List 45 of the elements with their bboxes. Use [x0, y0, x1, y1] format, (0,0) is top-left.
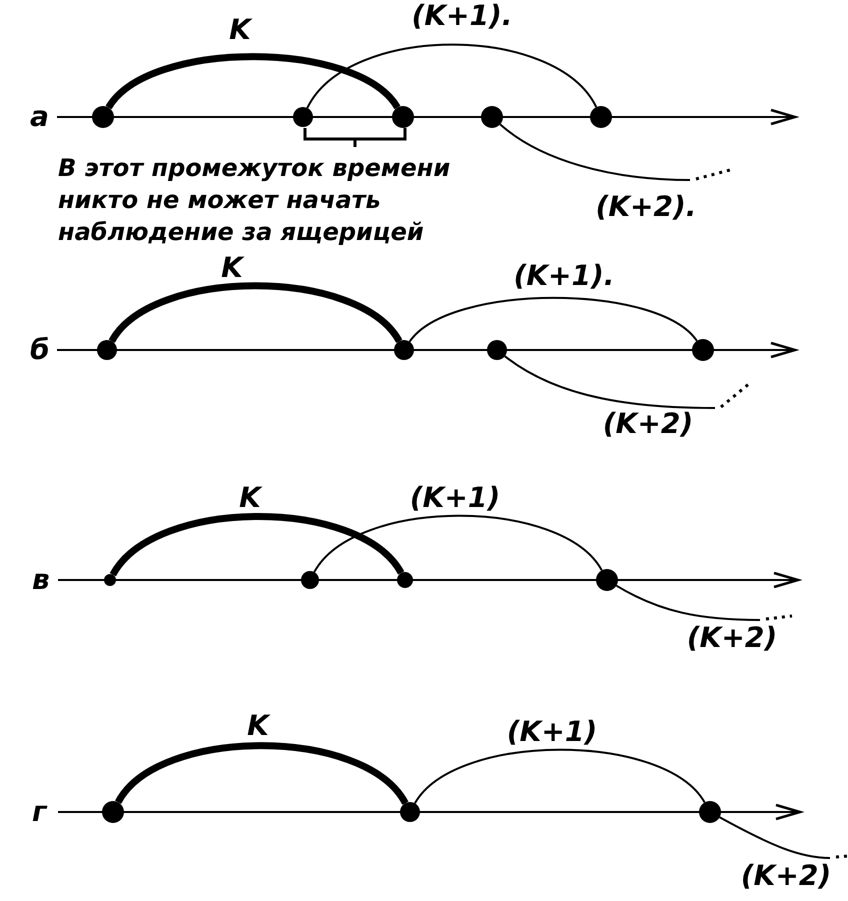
time-point-dot	[590, 106, 612, 128]
time-point-dot	[699, 801, 721, 823]
edge-label: K	[239, 484, 261, 512]
observation-arc	[414, 748, 706, 804]
edge-label: (K+1).	[412, 2, 512, 30]
edge-label: (K+1)	[410, 484, 500, 512]
time-point-dot	[97, 340, 117, 360]
time-point-dot	[301, 571, 319, 589]
time-point-dot	[392, 106, 414, 128]
time-point-dot	[397, 572, 413, 588]
row-letter: а	[30, 103, 49, 131]
edge-label: (K+2).	[596, 193, 696, 221]
edge-label: (K+2)	[602, 410, 694, 438]
edge-label: (K+2)	[740, 862, 832, 890]
time-point-dot	[394, 340, 414, 360]
time-point-dot	[692, 339, 714, 361]
observation-arc	[108, 282, 402, 344]
observation-arc	[500, 124, 690, 181]
edge-label: (K+1).	[514, 262, 614, 290]
edge-label: K	[221, 254, 243, 282]
observation-arc	[110, 513, 404, 577]
time-point-dot	[104, 574, 116, 586]
observation-arc	[504, 355, 716, 409]
time-point-dot	[487, 340, 507, 360]
observation-arc	[115, 742, 408, 806]
edge-label: (K+2)	[686, 624, 778, 652]
observation-arc	[408, 296, 698, 342]
observation-arc	[313, 514, 603, 573]
edge-label: (K+1)	[506, 718, 598, 746]
row-letter: г	[32, 798, 47, 826]
observation-arc	[306, 44, 598, 109]
time-point-dot	[400, 802, 420, 822]
observation-arc	[719, 816, 830, 859]
note-text: В этот промежуток времени никто не может начать наблюдение за ящерицей	[58, 153, 452, 248]
edge-label: K	[247, 712, 269, 740]
time-point-dot	[293, 107, 313, 127]
edge-label: K	[229, 16, 251, 44]
time-point-dot	[102, 801, 124, 823]
row-letter: б	[30, 336, 50, 364]
row-letter: в	[32, 566, 50, 594]
observation-arc	[106, 53, 400, 110]
time-point-dot	[596, 569, 618, 591]
time-point-dot	[92, 106, 114, 128]
observation-arc	[616, 584, 760, 621]
time-point-dot	[481, 106, 503, 128]
